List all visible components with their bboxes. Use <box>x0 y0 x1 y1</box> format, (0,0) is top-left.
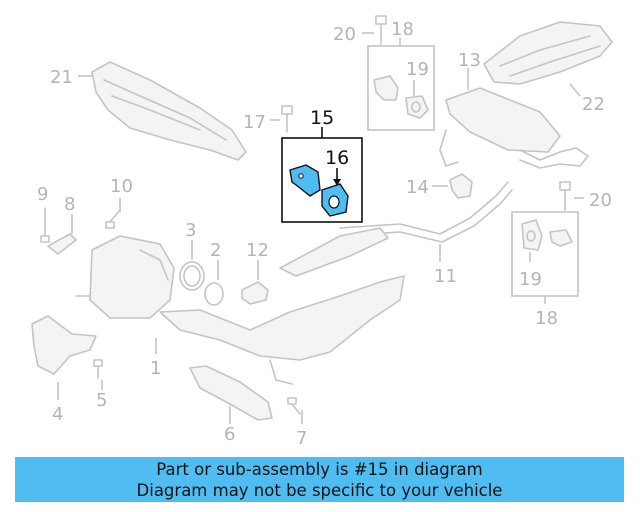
callout-12: 12 <box>246 240 269 261</box>
part-2-gasket[interactable] <box>204 260 224 306</box>
part-11-intermediate-pipe[interactable] <box>279 181 513 277</box>
callout-4: 4 <box>52 404 63 425</box>
banner-line-2: Diagram may not be specific to your vehi… <box>136 480 503 500</box>
part-18-hanger-kit-lower[interactable] <box>511 211 579 304</box>
callout-20-right: 20 <box>589 190 612 211</box>
part-14-clamp[interactable] <box>432 173 473 199</box>
part-17-bolt[interactable] <box>270 105 293 133</box>
part-5-bolt[interactable] <box>93 359 103 390</box>
callout-18-lower: 18 <box>535 308 558 329</box>
callout-21: 21 <box>50 67 73 88</box>
part-3-ring[interactable] <box>179 240 205 291</box>
callout-8: 8 <box>64 194 75 215</box>
banner-line-1: Part or sub-assembly is #15 in diagram <box>156 459 483 479</box>
part-20-bolt-upper[interactable] <box>362 15 387 45</box>
callout-10: 10 <box>110 176 133 197</box>
part-13-rear-muffler[interactable] <box>439 68 589 169</box>
callout-18-upper: 18 <box>391 19 414 40</box>
info-banner: Part or sub-assembly is #15 in diagram D… <box>15 457 624 502</box>
callout-5: 5 <box>96 390 107 411</box>
part-21-heat-shield[interactable] <box>78 61 247 161</box>
part-7-bolt[interactable] <box>287 397 303 424</box>
callout-14: 14 <box>406 177 429 198</box>
part-10-bolt[interactable] <box>105 198 121 229</box>
part-8-bracket[interactable] <box>47 214 77 255</box>
part-18-hanger-kit-upper[interactable] <box>367 38 435 131</box>
part-20-bolt-right[interactable] <box>559 181 584 211</box>
part-16-rubber-mount[interactable] <box>321 168 349 217</box>
catalytic-converter[interactable] <box>75 235 175 319</box>
callout-13: 13 <box>458 50 481 71</box>
part-12-clamp[interactable] <box>241 260 269 305</box>
callout-3: 3 <box>185 220 196 241</box>
callout-7: 7 <box>296 428 307 449</box>
callout-16: 16 <box>325 147 349 169</box>
callout-17: 17 <box>243 112 266 133</box>
part-1-front-pipe[interactable] <box>155 275 405 385</box>
callout-9: 9 <box>37 184 48 205</box>
callout-19-lower: 19 <box>519 269 542 290</box>
callout-20-upper: 20 <box>333 24 356 45</box>
part-6-heat-shield[interactable] <box>189 365 273 424</box>
callout-11: 11 <box>434 266 457 287</box>
callout-15: 15 <box>310 107 334 129</box>
callout-19-upper: 19 <box>406 59 429 80</box>
callout-22: 22 <box>582 94 605 115</box>
callout-1: 1 <box>150 358 161 379</box>
part-9-bolt[interactable] <box>40 207 50 243</box>
part-15-hanger-assembly[interactable] <box>281 127 363 223</box>
part-4-bracket[interactable] <box>31 315 97 400</box>
callout-6: 6 <box>224 424 235 445</box>
part-22-heat-shield[interactable] <box>483 21 613 97</box>
callout-2: 2 <box>210 240 221 261</box>
